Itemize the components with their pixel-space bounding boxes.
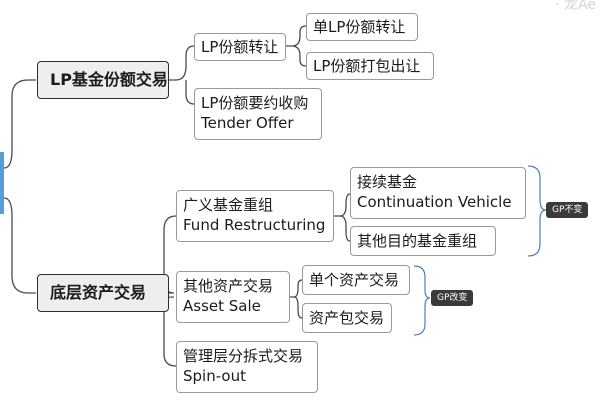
node-label: 资产包交易 — [309, 309, 385, 327]
node-asset-sale[interactable]: 其他资产交易 Asset Sale — [176, 271, 290, 323]
connector-root-lp — [3, 79, 36, 169]
tag-gp-changed: GP改变 — [431, 290, 474, 306]
node-label-cn: 广义基金重组 — [183, 196, 274, 214]
node-single-asset-transaction[interactable]: 单个资产交易 — [302, 265, 410, 295]
node-single-lp-transfer[interactable]: 单LP份额转让 — [306, 13, 418, 41]
node-label: 其他目的基金重组 — [357, 232, 478, 250]
connector-assetsale-branches — [290, 279, 303, 319]
node-label-en: Continuation Vehicle — [357, 193, 512, 211]
node-label-cn: LP份额要约收购 — [201, 94, 309, 112]
node-label: LP基金份额交易 — [50, 70, 168, 89]
node-label: LP份额打包出让 — [313, 57, 421, 75]
tag-gp-unchanged: GP不变 — [546, 202, 589, 218]
node-tender-offer[interactable]: LP份额要约收购 Tender Offer — [194, 88, 322, 140]
node-label-en: Spin-out — [183, 367, 246, 385]
node-label-en: Fund Restructuring — [183, 216, 326, 234]
node-label-cn: 管理层分拆式交易 — [183, 347, 304, 365]
connector-root-asset — [3, 197, 36, 294]
watermark-text: · 龙Ae — [555, 0, 596, 13]
node-label: LP份额转让 — [201, 38, 279, 56]
gp-changed-bracket — [413, 265, 431, 336]
root-node-marker — [0, 152, 4, 214]
node-other-fund-restructuring[interactable]: 其他目的基金重组 — [350, 226, 496, 256]
connector-restructure-branches — [334, 193, 351, 242]
node-label-en: Asset Sale — [183, 297, 261, 315]
node-asset-package-transaction[interactable]: 资产包交易 — [302, 303, 392, 333]
node-label: 底层资产交易 — [50, 283, 147, 302]
node-lp-package-sale[interactable]: LP份额打包出让 — [306, 52, 434, 80]
node-underlying-asset-transaction[interactable]: 底层资产交易 — [37, 274, 169, 312]
node-label-en: Tender Offer — [201, 114, 294, 132]
node-spin-out[interactable]: 管理层分拆式交易 Spin-out — [176, 341, 318, 393]
gp-unchanged-bracket — [527, 165, 547, 257]
node-continuation-vehicle[interactable]: 接续基金 Continuation Vehicle — [350, 167, 526, 219]
node-label: 单LP份额转让 — [313, 18, 406, 36]
connector-lp-branches — [168, 45, 195, 105]
node-lp-fund-share-transaction[interactable]: LP基金份额交易 — [37, 61, 169, 99]
connector-lp-transfer-branches — [286, 25, 307, 67]
node-label-cn: 其他资产交易 — [183, 277, 274, 295]
node-fund-restructuring[interactable]: 广义基金重组 Fund Restructuring — [176, 190, 334, 242]
node-label: 单个资产交易 — [309, 271, 400, 289]
node-lp-share-transfer[interactable]: LP份额转让 — [194, 33, 286, 61]
node-label-cn: 接续基金 — [357, 173, 418, 191]
connector-asset-branches — [163, 215, 177, 367]
